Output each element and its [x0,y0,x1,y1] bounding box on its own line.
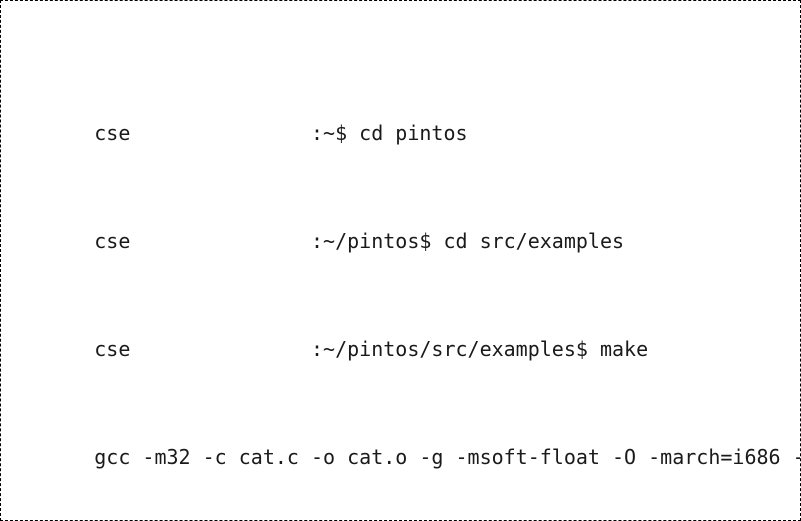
terminal-line-text: gcc -m32 -c cat.c -o cat.o -g -msoft-flo… [94,445,801,469]
terminal-line: cse :~/pintos/src/examples$ make [22,309,800,361]
terminal-line-text: cse :~$ cd pintos [94,121,468,145]
terminal-line: cse :~$ cd pintos [22,93,800,145]
terminal-line-text: cse :~/pintos$ cd src/examples [94,229,625,253]
terminal-line: cse :~/pintos$ cd src/examples [22,201,800,253]
terminal-line-text: cse :~/pintos/src/examples$ make [94,337,649,361]
terminal-line: gcc -m32 -c cat.c -o cat.o -g -msoft-flo… [22,417,800,469]
